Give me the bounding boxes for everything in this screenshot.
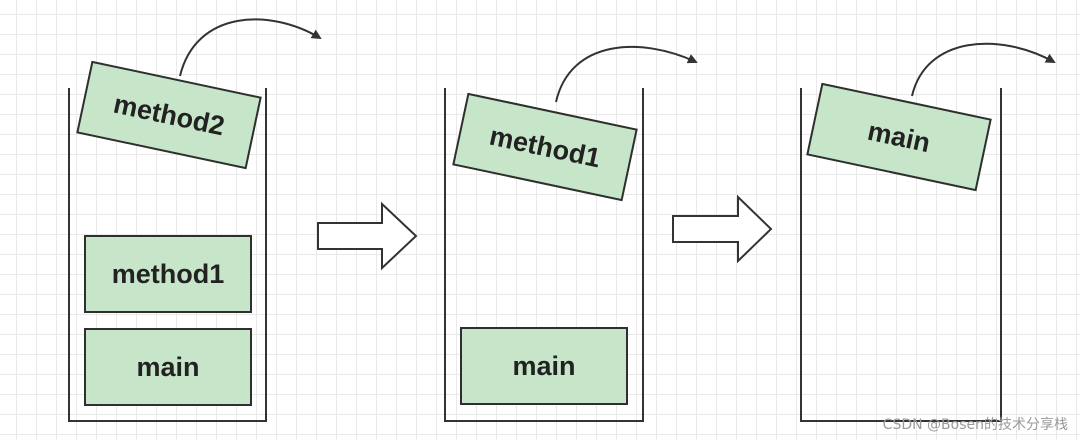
pop-arrow-1	[179, 18, 322, 77]
pop-arrow-2	[555, 45, 698, 103]
stack-container-3	[800, 88, 1002, 422]
stack-frame-bottom: main	[84, 328, 252, 406]
next-stage-arrow-2	[672, 194, 773, 264]
stack-frame-bottom: main	[460, 327, 628, 405]
pop-arrow-3	[911, 42, 1056, 97]
stack-frame-middle: method1	[84, 235, 252, 313]
stack-container-2	[444, 88, 644, 422]
watermark: CSDN @Bosen的技术分享栈	[882, 417, 1068, 433]
next-stage-arrow-1	[317, 201, 418, 271]
stack-container-1	[68, 88, 267, 422]
